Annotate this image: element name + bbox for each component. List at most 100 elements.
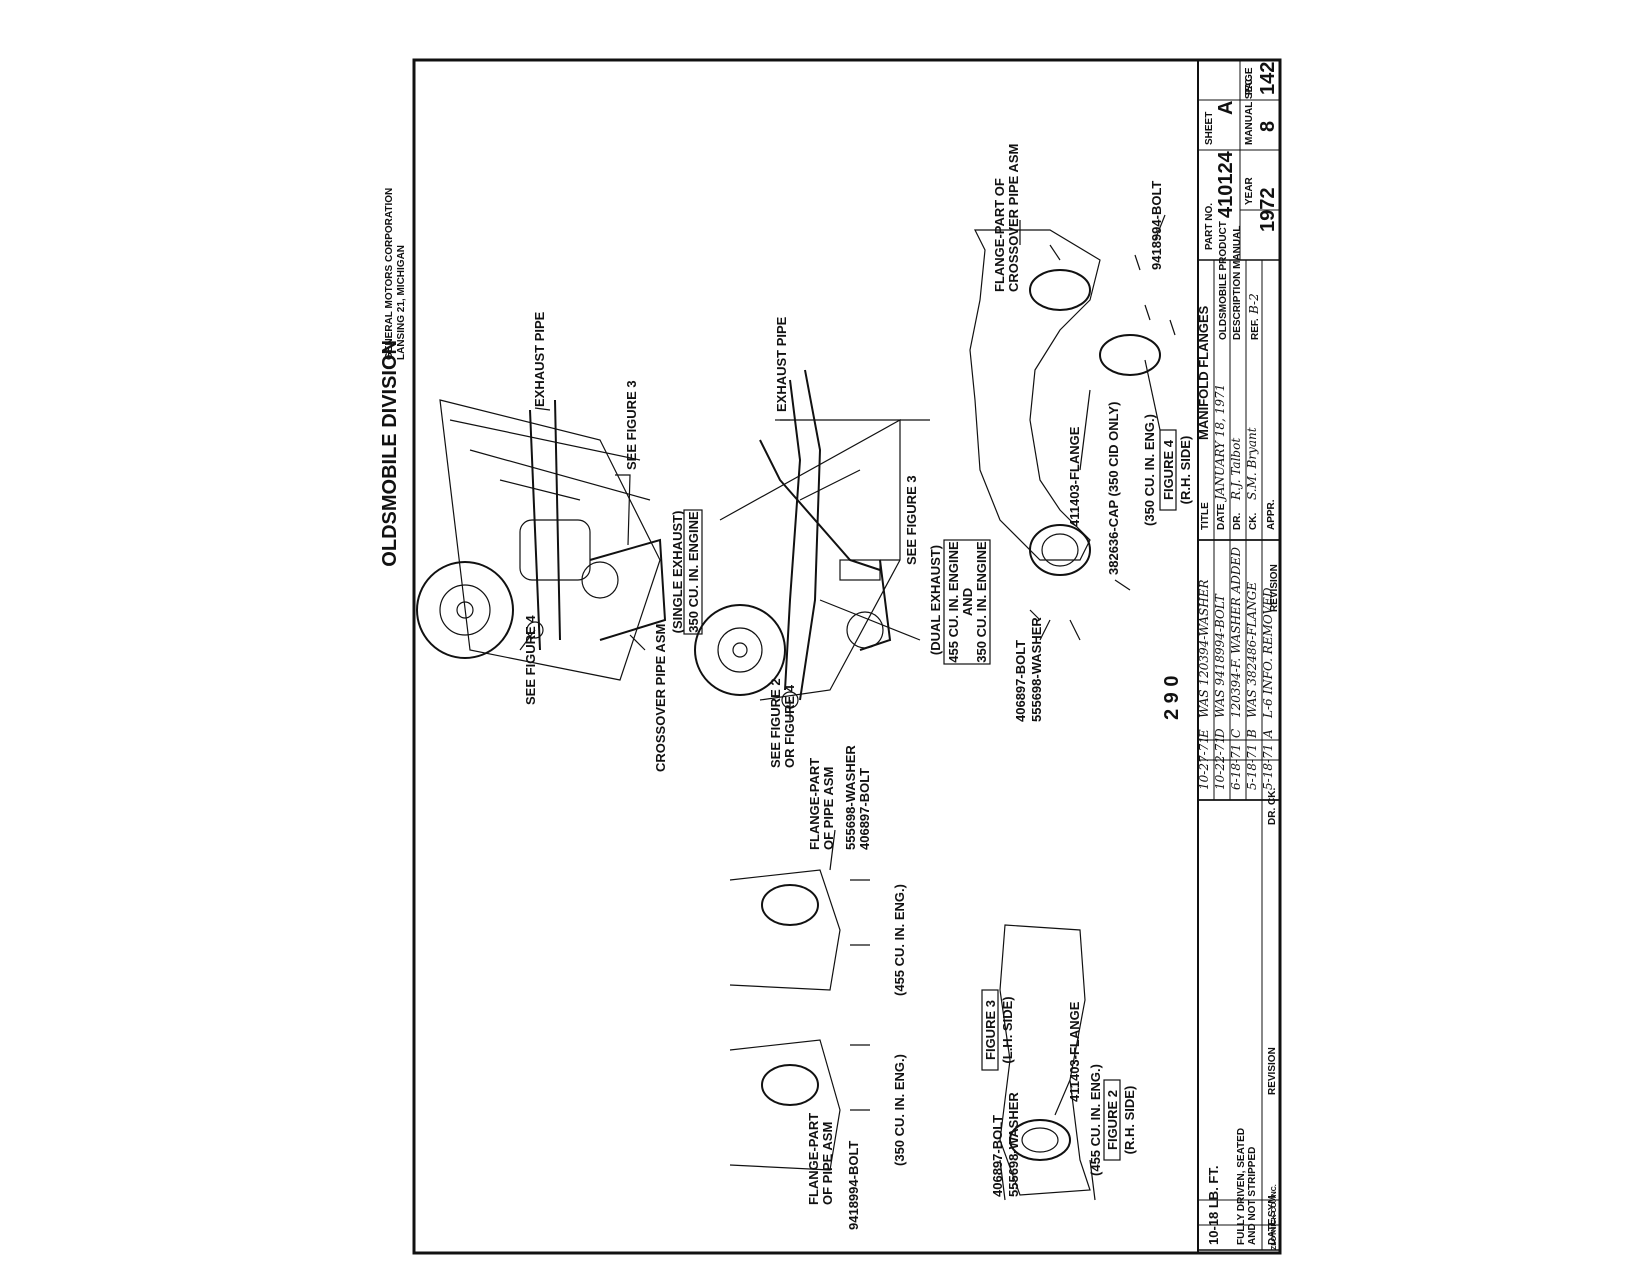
revision-header-revision: REVISION	[1269, 564, 1280, 612]
fig3-bolt-left-label: 9418994-BOLT	[846, 1141, 861, 1230]
figure-4-drawing	[969, 214, 1176, 641]
lower-header-date: DATE	[1267, 1218, 1278, 1245]
fig4-flange-label: 411403-FLANGE	[1067, 426, 1082, 527]
revision-row-5-date: 5-18-71	[1261, 744, 1275, 790]
footer-mark: ZLOTNICK CO. INC.	[1271, 1184, 1278, 1250]
year-label: YEAR	[1244, 176, 1255, 205]
fig-dual-caption-box	[943, 539, 991, 665]
part-label: PART NO.	[1204, 203, 1215, 250]
fig4-bolt2-label: 406897-BOLT	[1013, 640, 1028, 722]
fig3-flange-left-label-1: FLANGE-PART	[806, 1113, 821, 1205]
revision-row-1-sym: E	[1197, 729, 1211, 739]
revision-table-lower	[1197, 799, 1281, 1251]
part-value: 410124	[1215, 150, 1237, 218]
fig1-see-figure-4-label: SEE FIGURE 4	[523, 615, 538, 705]
fig-dual-or-figure-4-label: OR FIGURE 4	[782, 684, 797, 768]
fig2-figure-label: FIGURE 2	[1105, 1090, 1120, 1150]
note-driven-2: AND NOT STRIPPED	[1247, 1147, 1258, 1245]
revision-row-5-text: L-6 INFO. REMOVED	[1261, 587, 1275, 719]
fig2-side-label: (R.H. SIDE)	[1122, 1086, 1137, 1155]
product-label: OLDSMOBILE PRODUCT	[1218, 221, 1229, 340]
fig3-figure-label: FIGURE 3	[983, 1000, 998, 1060]
corporation-location: LANSING 21, MICHIGAN	[396, 245, 407, 360]
date-value: JANUARY 18, 1971	[1213, 384, 1227, 503]
fig3-engine-350-label: (350 CU. IN. ENG.)	[892, 1054, 907, 1166]
fig2-washer-label: 555698-WASHER	[1006, 1092, 1021, 1197]
fig3-flange-left-label-2: OF PIPE ASM	[820, 1122, 835, 1205]
fig4-flange-crossover-label-1: FLANGE-PART OF	[992, 178, 1007, 292]
lower-header-sym: SYM	[1267, 1195, 1278, 1217]
fig4-figure-label: FIGURE 4	[1161, 439, 1176, 500]
ck-value: S.M. Bryant	[1245, 427, 1259, 500]
revision-row-1-text: WAS 120394-WASHER	[1197, 579, 1211, 718]
ref-value: B-2	[1247, 293, 1261, 315]
fig3-washer-label: 555698-WASHER	[843, 745, 858, 850]
fig-dual-caption-and: AND	[960, 588, 975, 616]
fig-dual-caption-455: 455 CU. IN. ENGINE	[946, 541, 961, 663]
fig4-figure-box	[1159, 429, 1177, 511]
page-label: PAGE	[1244, 67, 1255, 95]
sheet-label: SHEET	[1204, 112, 1215, 145]
note-torque: 10-18 LB. FT.	[1206, 1166, 1221, 1245]
year-value: 1972	[1257, 188, 1279, 233]
revision-row-2-text: WAS 9418994-BOLT	[1213, 593, 1227, 718]
revision-row-4-text: WAS 382486-FLANGE	[1245, 582, 1259, 718]
lower-header-revision: REVISION	[1267, 1047, 1278, 1095]
figure-single-exhaust	[416, 399, 667, 681]
note-driven-1: FULLY DRIVEN, SEATED	[1236, 1128, 1247, 1245]
ck-label: CK.	[1248, 513, 1259, 530]
revision-row-3-sym: C	[1229, 729, 1243, 738]
date-label: DATE	[1216, 503, 1227, 530]
ref-label: REF.	[1250, 318, 1261, 340]
page-code: 2 9 0	[1161, 676, 1183, 720]
fig1-caption-box	[683, 509, 703, 635]
manual-sec-value: 8	[1257, 121, 1279, 132]
lower-header-dr: DR.	[1267, 808, 1278, 825]
revision-row-2-sym: D	[1213, 728, 1227, 739]
fig2-engine-label: (455 CU. IN. ENG.)	[1088, 1064, 1103, 1176]
dr-label: DR.	[1232, 513, 1243, 530]
title-label: TITLE	[1200, 502, 1211, 530]
fig4-flange-crossover-label-2: CROSSOVER PIPE ASM	[1006, 144, 1021, 292]
division-title: OLDSMOBILE DIVISION	[379, 340, 401, 567]
fig-dual-see-figure-2-label: SEE FIGURE 2	[768, 678, 783, 768]
figure-2-drawing	[999, 924, 1096, 1201]
manual-label: DESCRIPTION MANUAL	[1232, 226, 1243, 340]
fig4-engine-label: (350 CU. IN. ENG.)	[1142, 414, 1157, 526]
lower-header-ck: CK.	[1267, 788, 1278, 805]
fig-dual-exhaust-pipe-label: EXHAUST PIPE	[774, 316, 789, 412]
page-value: 142	[1257, 62, 1279, 95]
header: OLDSMOBILE DIVISION	[379, 340, 401, 567]
fig1-crossover-label: CROSSOVER PIPE ASM	[653, 624, 668, 772]
fig-dual-caption-exhaust: (DUAL EXHAUST)	[928, 545, 943, 655]
manual-sec-label: MANUAL SEC.	[1244, 76, 1255, 145]
fig2-flange-label: 411403-FLANGE	[1067, 1001, 1082, 1102]
corporation-name: GENERAL MOTORS CORPORATION	[384, 188, 395, 360]
dr-value: R.J. Talbot	[1229, 438, 1243, 501]
fig3-engine-455-label: (455 CU. IN. ENG.)	[892, 884, 907, 996]
fig3-figure-box	[981, 989, 999, 1071]
fig1-see-figure-3-label: SEE FIGURE 3	[624, 380, 639, 470]
revision-row-2-date: 10-22-71	[1213, 736, 1227, 790]
title-block	[1197, 59, 1281, 541]
fig-dual-see-figure-3-label: SEE FIGURE 3	[904, 475, 919, 565]
fig4-cap-label: 382636-CAP (350 CID ONLY)	[1106, 402, 1121, 575]
title-text: MANIFOLD FLANGES	[1196, 305, 1211, 440]
fig1-caption-engine: 350 CU. IN. ENGINE	[686, 511, 701, 633]
fig1-exhaust-pipe-label: EXHAUST PIPE	[532, 311, 547, 407]
revision-row-4-date: 5-18-71	[1245, 744, 1259, 790]
revision-row-4-sym: B	[1245, 729, 1259, 739]
fig-dual-caption-350: 350 CU. IN. ENGINE	[974, 541, 989, 663]
fig1-caption-exhaust: (SINGLE EXHAUST)	[670, 511, 685, 634]
fig4-bolt-label: 9418994-BOLT	[1149, 181, 1164, 270]
revision-row-3-date: 6-18-71	[1229, 744, 1243, 790]
fig3-bolt-label: 406897-BOLT	[857, 768, 872, 850]
sheet-value: A	[1215, 101, 1237, 115]
fig2-bolt-label: 406897-BOLT	[990, 1115, 1005, 1197]
revision-row-1-date: 10-27-71	[1197, 736, 1211, 790]
revision-row-3-text: 120394-F. WASHER ADDED	[1229, 547, 1243, 718]
fig3-flange-label-1: FLANGE-PART	[807, 758, 822, 850]
figure-3-drawing	[729, 829, 870, 1171]
fig4-washer-label: 555698-WASHER	[1029, 617, 1044, 722]
